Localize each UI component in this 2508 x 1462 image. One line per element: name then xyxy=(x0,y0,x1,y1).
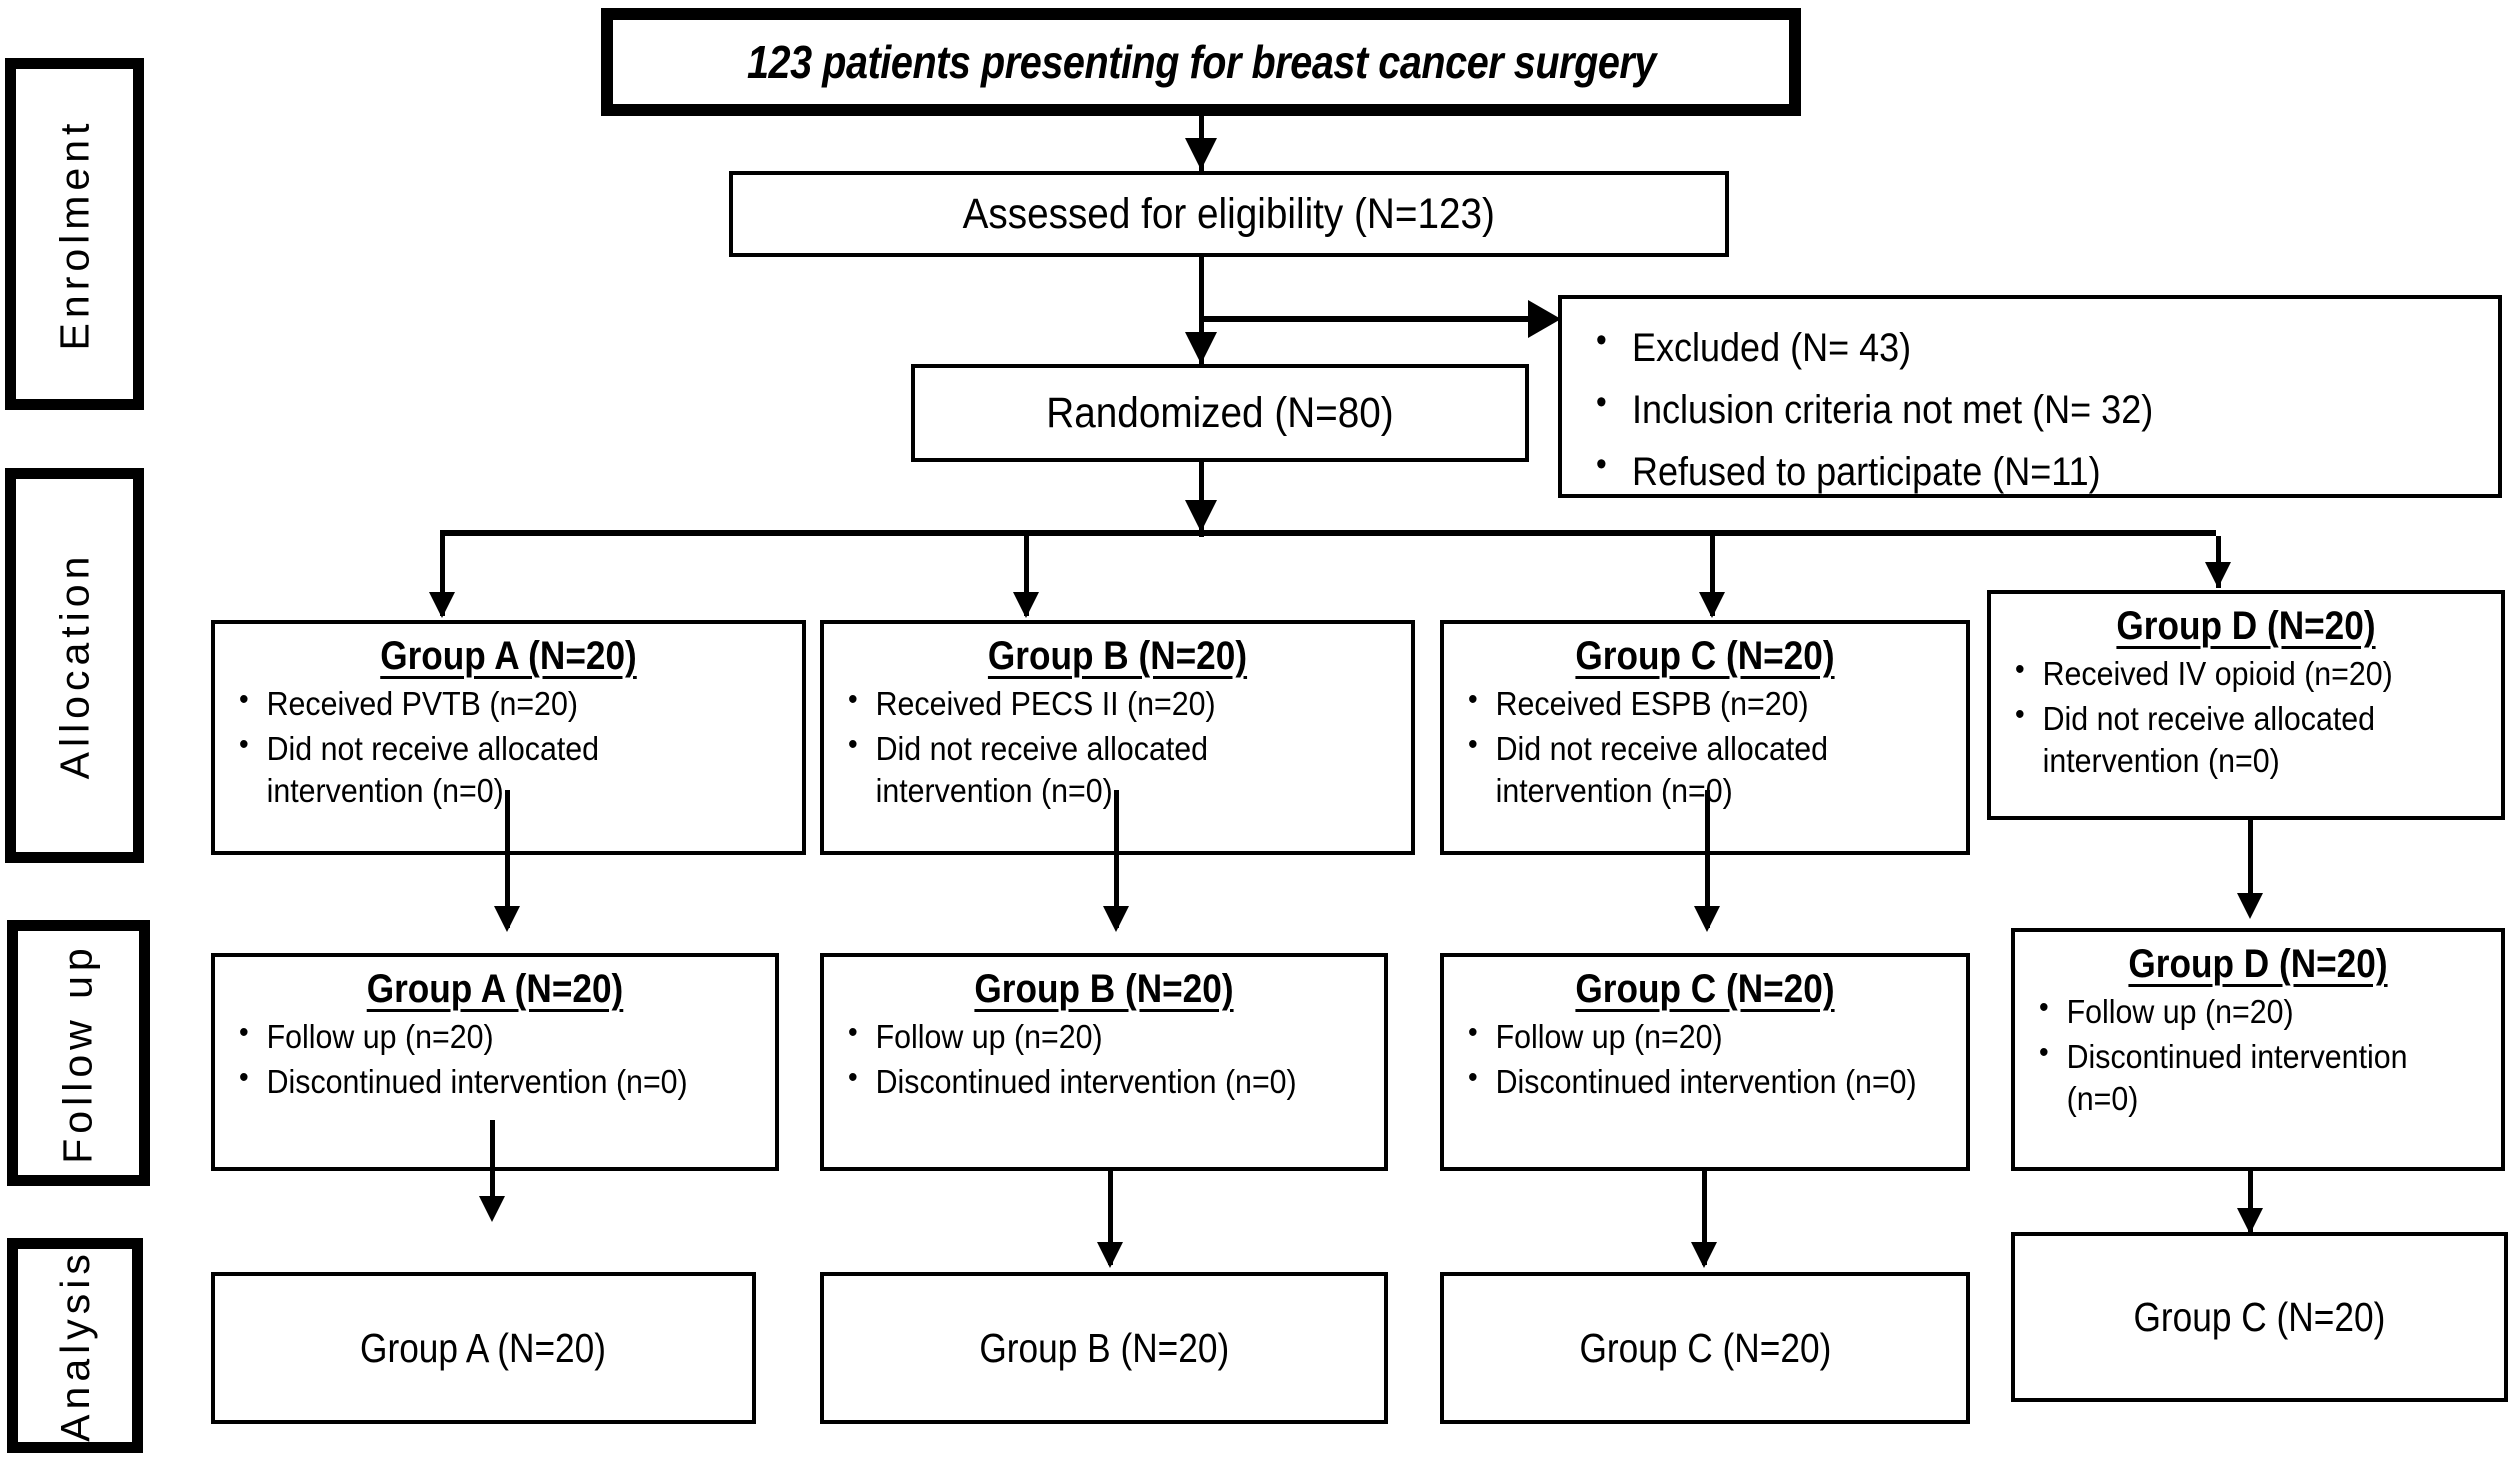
allocation-bullet: Received ESPB (n=20) xyxy=(1468,681,1926,725)
followup-bullet: Discontinued intervention (n=0) xyxy=(239,1059,732,1103)
allocation-heading-group-d: Group D (N=20) xyxy=(2116,604,2376,648)
followup-heading-group-b: Group B (N=20) xyxy=(974,967,1234,1011)
analysis-box-group-c: Group C (N=20) xyxy=(1440,1272,1970,1424)
arrowhead-followup-b xyxy=(1103,906,1129,932)
followup-box-group-b: Group B (N=20) Follow up (n=20) Disconti… xyxy=(820,953,1388,1171)
connector-assessed-to-randomized xyxy=(1199,257,1204,367)
connector-randomized-to-split xyxy=(1199,462,1204,537)
followup-bullets-group-b: Follow up (n=20) Discontinued interventi… xyxy=(824,1014,1384,1103)
allocation-heading-group-a: Group A (N=20) xyxy=(380,634,637,678)
followup-bullets-group-a: Follow up (n=20) Discontinued interventi… xyxy=(215,1014,775,1103)
analysis-text-group-c: Group C (N=20) xyxy=(1579,1324,1831,1371)
connector-followup-b-to-analysis xyxy=(1108,1170,1113,1265)
analysis-box-group-a: Group A (N=20) xyxy=(211,1272,756,1424)
allocation-bullet: Did not receive allocated intervention (… xyxy=(848,726,1366,812)
connector-followup-c-to-analysis xyxy=(1702,1170,1707,1265)
allocation-bullet: Received IV opioid (n=20) xyxy=(2015,651,2462,695)
allocation-heading-group-b: Group B (N=20) xyxy=(987,634,1248,678)
allocation-leg-c xyxy=(1710,536,1715,616)
followup-box-group-d: Group D (N=20) Follow up (n=20) Disconti… xyxy=(2011,928,2505,1171)
allocation-bullet: Received PECS II (n=20) xyxy=(848,681,1366,725)
allocation-leg-a xyxy=(440,536,445,616)
allocation-bullet: Did not receive allocated intervention (… xyxy=(2015,696,2462,782)
arrowhead-followup-a xyxy=(494,906,520,932)
arrowhead-allocation-d xyxy=(2205,562,2231,588)
connector-followup-a-to-analysis xyxy=(490,1120,495,1215)
followup-box-group-a: Group A (N=20) Follow up (n=20) Disconti… xyxy=(211,953,779,1171)
allocation-bullets-group-a: Received PVTB (n=20) Did not receive all… xyxy=(215,681,802,813)
excluded-item: Inclusion criteria not met (N= 32) xyxy=(1596,376,2408,441)
followup-heading-group-d: Group D (N=20) xyxy=(2128,942,2388,986)
stage-label-allocation: Allocation xyxy=(51,551,97,780)
connector-to-excluded xyxy=(1203,316,1531,322)
allocation-leg-b xyxy=(1024,536,1029,616)
arrowhead-randomized-to-split xyxy=(1185,500,1217,532)
analysis-text-group-d: Group C (N=20) xyxy=(2133,1293,2386,1340)
followup-heading-group-a: Group A (N=20) xyxy=(366,967,624,1011)
stage-label-enrolment: Enrolment xyxy=(51,118,97,350)
followup-bullet: Discontinued intervention (n=0) xyxy=(848,1059,1341,1103)
analysis-box-group-d: Group C (N=20) xyxy=(2011,1232,2508,1402)
followup-bullet: Discontinued intervention (n=0) xyxy=(2039,1034,2464,1120)
analysis-box-group-b: Group B (N=20) xyxy=(820,1272,1388,1424)
randomized-box: Randomized (N=80) xyxy=(911,364,1529,462)
connector-alloc-c-to-followup xyxy=(1705,790,1710,928)
arrowhead-analysis-d xyxy=(2237,1208,2263,1234)
followup-bullet: Follow up (n=20) xyxy=(848,1014,1341,1058)
study-title-box: 123 patients presenting for breast cance… xyxy=(601,8,1801,116)
arrowhead-allocation-a xyxy=(429,592,455,618)
stage-label-analysis: Analysis xyxy=(51,1249,98,1442)
connector-alloc-a-to-followup xyxy=(505,790,510,928)
connector-followup-d-to-analysis xyxy=(2248,1171,2253,1233)
excluded-item: Refused to participate (N=11) xyxy=(1596,438,2408,503)
allocation-split-bar xyxy=(440,530,2216,536)
stage-box-followup: Follow up xyxy=(7,920,150,1186)
connector-alloc-d-to-followup xyxy=(2248,820,2253,912)
arrowhead-analysis-a xyxy=(479,1196,505,1222)
followup-bullets-group-c: Follow up (n=20) Discontinued interventi… xyxy=(1444,1014,1966,1103)
allocation-bullets-group-c: Received ESPB (n=20) Did not receive all… xyxy=(1444,681,1966,813)
arrowhead-followup-c xyxy=(1694,906,1720,932)
allocation-heading-group-c: Group C (N=20) xyxy=(1575,634,1835,678)
excluded-list: Excluded (N= 43) Inclusion criteria not … xyxy=(1562,299,2498,503)
arrowhead-title-to-assessed xyxy=(1185,138,1217,170)
allocation-bullet: Received PVTB (n=20) xyxy=(239,681,757,725)
arrowhead-followup-d xyxy=(2237,893,2263,919)
stage-box-enrolment: Enrolment xyxy=(5,58,144,410)
followup-bullet: Follow up (n=20) xyxy=(2039,989,2464,1033)
followup-box-group-c: Group C (N=20) Follow up (n=20) Disconti… xyxy=(1440,953,1970,1171)
excluded-item: Excluded (N= 43) xyxy=(1596,314,2408,379)
allocation-bullets-group-b: Received PECS II (n=20) Did not receive … xyxy=(824,681,1411,813)
analysis-text-group-a: Group A (N=20) xyxy=(360,1324,607,1371)
stage-box-analysis: Analysis xyxy=(7,1238,143,1453)
followup-bullets-group-d: Follow up (n=20) Discontinued interventi… xyxy=(2015,989,2501,1121)
followup-bullet: Follow up (n=20) xyxy=(1468,1014,1926,1058)
stage-box-allocation: Allocation xyxy=(5,468,144,863)
excluded-box: Excluded (N= 43) Inclusion criteria not … xyxy=(1558,295,2502,498)
allocation-bullet: Did not receive allocated intervention (… xyxy=(239,726,757,812)
followup-bullet: Follow up (n=20) xyxy=(239,1014,732,1058)
allocation-bullets-group-d: Received IV opioid (n=20) Did not receiv… xyxy=(1991,651,2501,783)
arrowhead-allocation-c xyxy=(1699,592,1725,618)
assessed-for-eligibility-text: Assessed for eligibility (N=123) xyxy=(962,189,1496,238)
arrowhead-to-excluded xyxy=(1528,300,1561,338)
allocation-box-group-c: Group C (N=20) Received ESPB (n=20) Did … xyxy=(1440,620,1970,855)
allocation-box-group-d: Group D (N=20) Received IV opioid (n=20)… xyxy=(1987,590,2505,820)
followup-bullet: Discontinued intervention (n=0) xyxy=(1468,1059,1926,1103)
stage-label-followup: Follow up xyxy=(55,942,102,1164)
assessed-for-eligibility-box: Assessed for eligibility (N=123) xyxy=(729,171,1729,257)
arrowhead-allocation-b xyxy=(1013,592,1039,618)
followup-heading-group-c: Group C (N=20) xyxy=(1575,967,1835,1011)
randomized-text: Randomized (N=80) xyxy=(1046,388,1394,437)
study-title-text: 123 patients presenting for breast cance… xyxy=(746,36,1656,88)
arrowhead-assessed-to-randomized xyxy=(1185,332,1217,364)
connector-alloc-b-to-followup xyxy=(1114,790,1119,928)
arrowhead-analysis-c xyxy=(1691,1242,1717,1268)
analysis-text-group-b: Group B (N=20) xyxy=(979,1324,1229,1371)
arrowhead-analysis-b xyxy=(1097,1242,1123,1268)
allocation-bullet: Did not receive allocated intervention (… xyxy=(1468,726,1926,812)
